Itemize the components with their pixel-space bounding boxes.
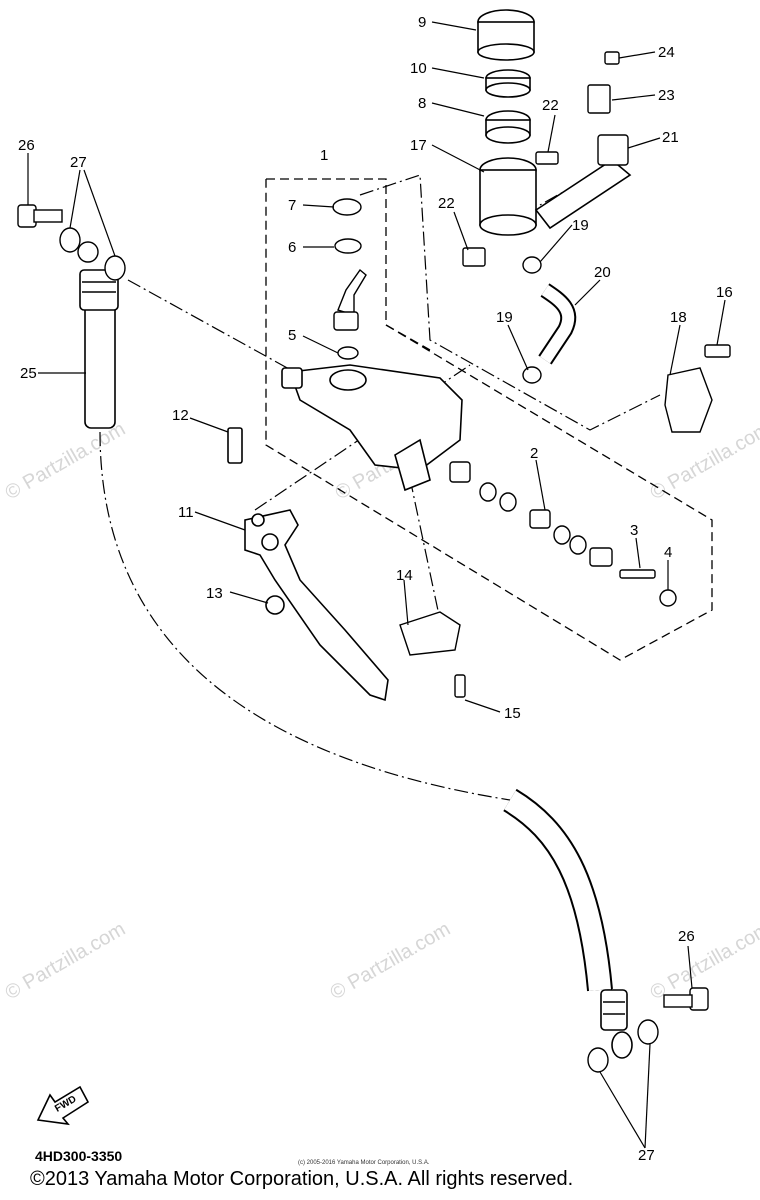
callout-24: 24 bbox=[658, 44, 675, 61]
callout-6: 6 bbox=[288, 239, 296, 256]
small-copyright: (c) 2005-2016 Yamaha Motor Corporation, … bbox=[298, 1160, 430, 1166]
callout-22a: 22 bbox=[542, 97, 559, 114]
callout-12: 12 bbox=[172, 407, 189, 424]
banjo-bolt-parts bbox=[17, 204, 709, 1073]
callout-25: 25 bbox=[20, 365, 37, 382]
callout-7: 7 bbox=[288, 197, 296, 214]
fwd-arrow-icon: FWD bbox=[36, 1085, 90, 1126]
watermark: © Partzilla.com bbox=[327, 918, 455, 1004]
callout-16: 16 bbox=[716, 284, 733, 301]
watermark: © Partzilla.com bbox=[2, 418, 130, 504]
callout-27b: 27 bbox=[638, 1147, 655, 1164]
bracket-parts bbox=[462, 51, 731, 433]
callout-26a: 26 bbox=[18, 137, 35, 154]
callout-numbers: 1 2 3 4 5 6 7 8 9 10 11 12 13 14 15 16 1… bbox=[18, 14, 733, 1164]
watermarks: © Partzilla.com © Partzilla.com © Partzi… bbox=[2, 418, 760, 1004]
callout-9: 9 bbox=[418, 14, 426, 31]
callout-3: 3 bbox=[630, 522, 638, 539]
watermark: © Partzilla.com bbox=[2, 918, 130, 1004]
callout-15: 15 bbox=[504, 705, 521, 722]
callout-14: 14 bbox=[396, 567, 413, 584]
callout-13: 13 bbox=[206, 585, 223, 602]
callout-5: 5 bbox=[288, 327, 296, 344]
hose-assembly bbox=[79, 269, 633, 1059]
callout-2: 2 bbox=[530, 445, 538, 462]
copyright-notice: ©2013 Yamaha Motor Corporation, U.S.A. A… bbox=[30, 1168, 574, 1190]
piston-kit bbox=[449, 461, 677, 607]
reservoir-parts bbox=[477, 9, 632, 236]
assembly-group-box bbox=[265, 178, 713, 661]
callout-19b: 19 bbox=[496, 309, 513, 326]
switch-parts bbox=[399, 611, 466, 698]
callout-23: 23 bbox=[658, 87, 675, 104]
callout-27a: 27 bbox=[70, 154, 87, 171]
callout-19a: 19 bbox=[572, 217, 589, 234]
callout-20: 20 bbox=[594, 264, 611, 281]
callout-22b: 22 bbox=[438, 195, 455, 212]
master-cylinder-body bbox=[281, 364, 463, 492]
model-code: 4HD300-3350 bbox=[35, 1148, 123, 1164]
callout-4: 4 bbox=[664, 544, 672, 561]
callout-21: 21 bbox=[662, 129, 679, 146]
callout-26b: 26 bbox=[678, 928, 695, 945]
callout-11: 11 bbox=[178, 504, 194, 521]
callout-8: 8 bbox=[418, 95, 426, 112]
cap-parts bbox=[332, 198, 367, 360]
callout-leaders bbox=[27, 21, 726, 1149]
callout-10: 10 bbox=[410, 60, 427, 77]
callout-1: 1 bbox=[320, 147, 328, 164]
callout-17: 17 bbox=[410, 137, 427, 154]
lever-parts bbox=[227, 427, 389, 702]
callout-18: 18 bbox=[670, 309, 687, 326]
reservoir-hose-parts bbox=[522, 256, 577, 384]
